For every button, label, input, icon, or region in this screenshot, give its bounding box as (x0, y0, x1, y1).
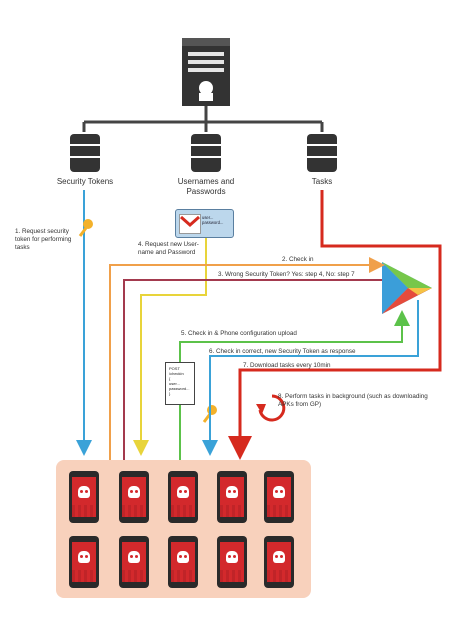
malware-phone-icon (168, 536, 198, 588)
malware-phone-icon (217, 471, 247, 523)
db-label-security-tokens: Security Tokens (56, 177, 114, 186)
arrow-step-6 (202, 300, 419, 456)
post-checkin-document: POST /checkin { user... password... } (165, 362, 195, 405)
google-play-icon (382, 262, 432, 314)
gmail-icon (179, 214, 201, 234)
database-icon (70, 134, 100, 172)
malware-phone-icon (119, 536, 149, 588)
step-3-label: 3. Wrong Security Token? Yes: step 4, No… (218, 271, 355, 278)
mail-card-text: user... password... (202, 215, 224, 225)
arrow-step-3 (123, 279, 382, 460)
post-doc-text: POST /checkin { user... password... } (169, 366, 190, 396)
malware-phone-icon (264, 471, 294, 523)
step-2-label: 2. Check in (282, 256, 314, 263)
gmail-credentials-card: user... password... (175, 209, 234, 238)
refresh-cycle-icon (256, 394, 286, 422)
step-5-label: 5. Check in & Phone configuration upload (181, 330, 297, 337)
step-7-label: 7. Download tasks every 10min (243, 362, 331, 369)
malware-phone-icon (69, 536, 99, 588)
malware-phone-icon (168, 471, 198, 523)
malware-phone-icon (69, 471, 99, 523)
step-6-label: 6. Check in correct, new Security Token … (209, 348, 356, 355)
infected-phones-tray (56, 460, 311, 598)
db-label-tasks: Tasks (311, 177, 333, 186)
server-hacker-icon (182, 38, 230, 106)
arrow-step-7 (228, 190, 442, 460)
database-icon (191, 134, 221, 172)
server-db-connector (82, 106, 324, 132)
database-icon (307, 134, 337, 172)
malware-phone-icon (264, 536, 294, 588)
malware-phone-icon (217, 536, 247, 588)
key-icon (78, 219, 93, 237)
step-8-label: 8. Perform tasks in background (such as … (278, 393, 428, 408)
db-label-usernames-passwords: Usernames and Passwords (177, 177, 235, 196)
step-1-label: 1. Request security token for performing… (15, 228, 72, 251)
step-4-label: 4. Request new User- name and Password (138, 241, 199, 256)
arrow-step-5 (179, 310, 410, 460)
malware-phone-icon (119, 471, 149, 523)
arrow-step-2 (109, 257, 385, 460)
